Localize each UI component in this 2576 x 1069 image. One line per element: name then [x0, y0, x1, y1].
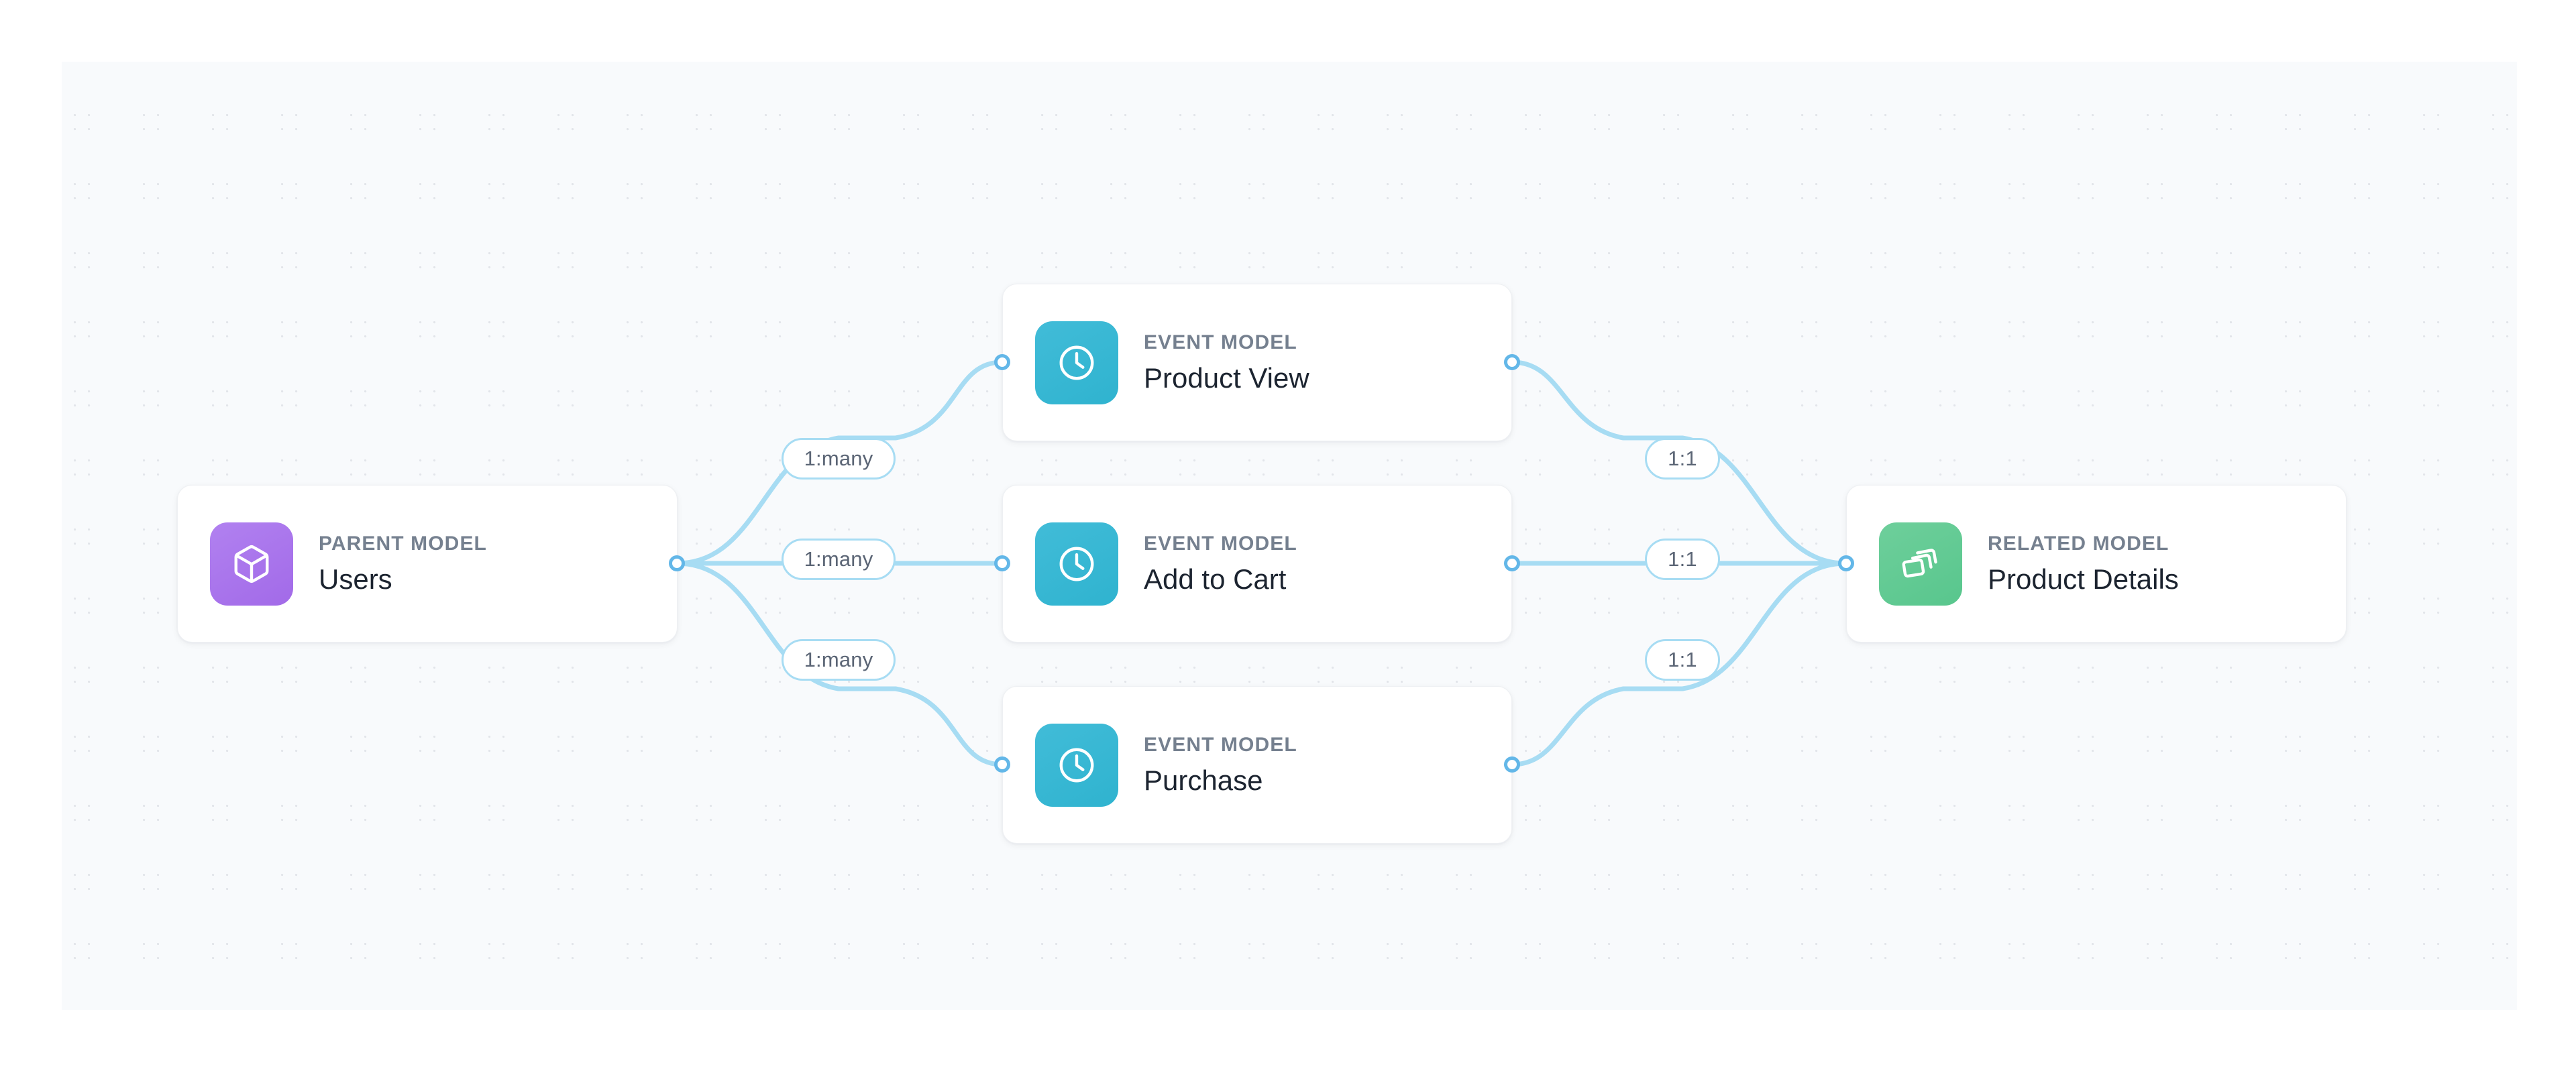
- node-text: PARENT MODEL Users: [319, 531, 487, 597]
- port-purchase-in[interactable]: [994, 756, 1010, 773]
- cube-icon: [210, 522, 293, 606]
- node-kind-label: EVENT MODEL: [1144, 532, 1297, 555]
- node-card-add-to-cart[interactable]: EVENT MODEL Add to Cart: [1002, 485, 1512, 642]
- layers-icon: [1879, 522, 1962, 606]
- node-title-label: Product Details: [1988, 563, 2179, 596]
- node-kind-label: EVENT MODEL: [1144, 733, 1297, 756]
- node-card-product-view[interactable]: EVENT MODEL Product View: [1002, 284, 1512, 441]
- relation-badge-purchase-to-details[interactable]: 1:1: [1645, 639, 1720, 681]
- node-text: EVENT MODEL Add to Cart: [1144, 531, 1297, 597]
- relation-badge-users-to-purchase[interactable]: 1:many: [782, 639, 896, 681]
- node-title-label: Users: [319, 563, 392, 596]
- node-text: EVENT MODEL Product View: [1144, 330, 1309, 396]
- node-text: EVENT MODEL Purchase: [1144, 732, 1297, 798]
- node-kind-label: PARENT MODEL: [319, 532, 487, 555]
- relation-badge-users-to-add-to-cart[interactable]: 1:many: [782, 539, 896, 580]
- clock-icon: [1035, 522, 1118, 606]
- node-title-label: Purchase: [1144, 765, 1263, 797]
- node-card-product-details[interactable]: RELATED MODEL Product Details: [1846, 485, 2347, 642]
- node-kind-label: EVENT MODEL: [1144, 331, 1297, 353]
- relation-badge-users-to-product-view[interactable]: 1:many: [782, 438, 896, 480]
- clock-icon: [1035, 723, 1118, 807]
- port-add-to-cart-out[interactable]: [1504, 555, 1520, 571]
- port-product-view-in[interactable]: [994, 354, 1010, 370]
- node-text: RELATED MODEL Product Details: [1988, 531, 2179, 597]
- relation-badge-product-view-to-details[interactable]: 1:1: [1645, 438, 1720, 480]
- port-product-details-in[interactable]: [1838, 555, 1854, 571]
- node-title-label: Product View: [1144, 362, 1309, 394]
- port-users-out[interactable]: [669, 555, 685, 571]
- node-title-label: Add to Cart: [1144, 563, 1287, 596]
- node-kind-label: RELATED MODEL: [1988, 532, 2169, 555]
- clock-icon: [1035, 321, 1118, 404]
- relation-badge-add-to-cart-to-details[interactable]: 1:1: [1645, 539, 1720, 580]
- port-purchase-out[interactable]: [1504, 756, 1520, 773]
- node-card-users[interactable]: PARENT MODEL Users: [177, 485, 678, 642]
- node-card-purchase[interactable]: EVENT MODEL Purchase: [1002, 686, 1512, 844]
- port-product-view-out[interactable]: [1504, 354, 1520, 370]
- port-add-to-cart-in[interactable]: [994, 555, 1010, 571]
